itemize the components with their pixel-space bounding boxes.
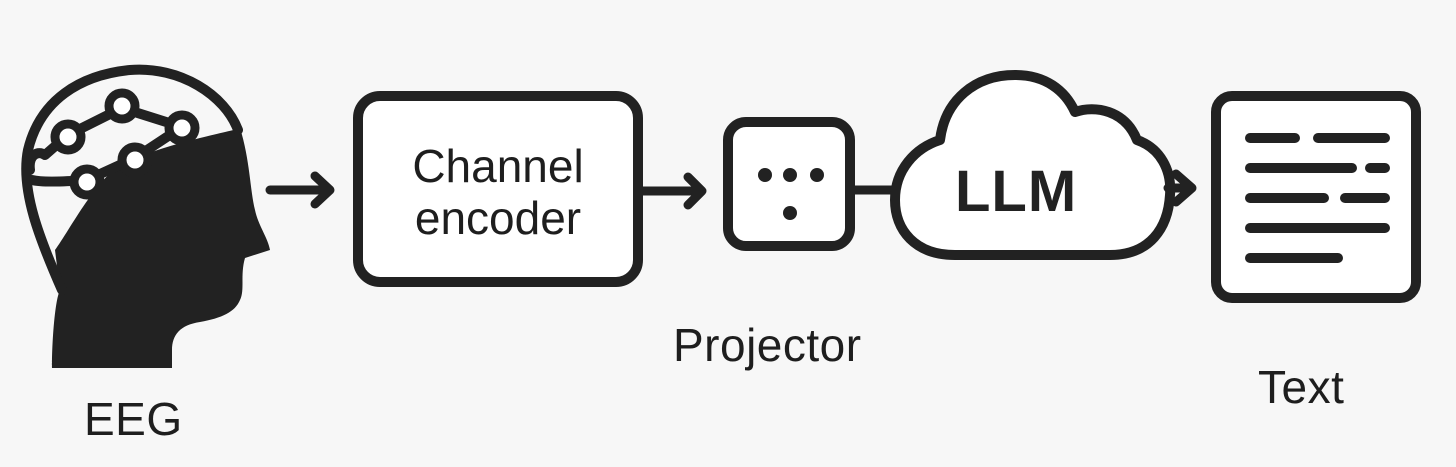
channel-encoder-line1: Channel	[412, 140, 584, 192]
head-with-electrodes-icon	[21, 64, 270, 368]
skull-outline	[21, 64, 243, 295]
electrode	[104, 88, 140, 124]
eeg-label: EEG	[84, 393, 183, 445]
electrode	[164, 110, 200, 146]
dots-box-icon	[723, 117, 855, 251]
electrode-band	[24, 103, 187, 187]
electrode	[117, 142, 153, 178]
text-label: Text	[1258, 361, 1345, 413]
electrode-nodes	[50, 88, 200, 200]
document-lines-icon	[1211, 91, 1421, 303]
llm-label: LLM	[955, 159, 1078, 224]
channel-encoder-label: Channel encoder	[358, 140, 638, 244]
arrow-eeg-to-encoder	[265, 171, 335, 209]
electrode	[69, 164, 105, 200]
electrode	[50, 119, 86, 155]
head-silhouette	[52, 128, 270, 368]
channel-encoder-box	[353, 91, 643, 287]
cloud-icon	[890, 70, 1176, 260]
arrow-llm-to-text	[1163, 169, 1197, 207]
projector-label: Projector	[673, 319, 862, 371]
channel-encoder-line2: encoder	[414, 192, 582, 244]
arrow-encoder-to-projector	[638, 172, 707, 210]
